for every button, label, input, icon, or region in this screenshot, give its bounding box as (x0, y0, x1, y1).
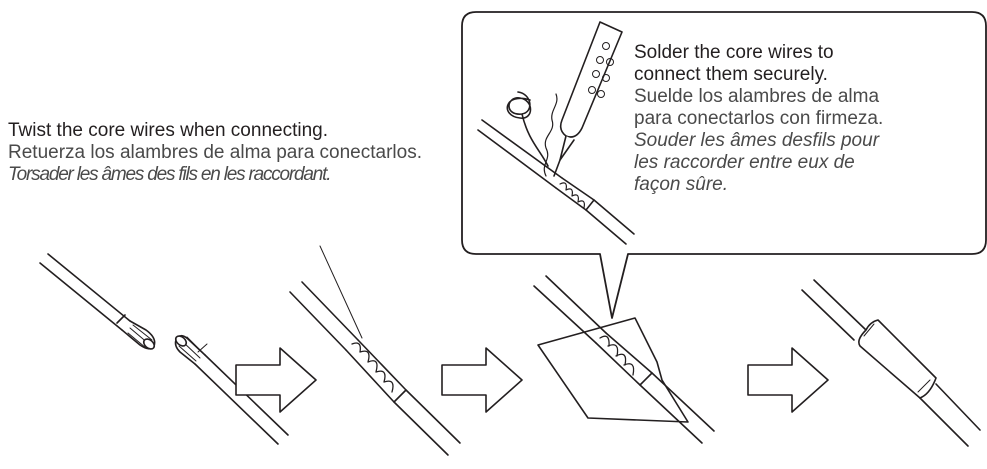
arrow-right-icon (441, 347, 523, 413)
solder-text-fr-line-3: façon sûre. (634, 174, 728, 195)
twist-text-es: Retuerza los alambres de alma para conec… (8, 142, 422, 163)
heat-protect-sheet (537, 317, 689, 423)
step3-soldering (533, 275, 715, 444)
solder-text-fr-line-1: Souder les âmes desfils pour (634, 130, 880, 151)
step1-wire-lower (174, 334, 289, 445)
solder-text-en-line-1: Solder the core wires to (634, 42, 834, 63)
step4-insulated-joint (801, 279, 981, 447)
twist-text-fr: Torsader les âmes des fils en les raccor… (8, 164, 332, 185)
solder-text-fr-line-2: les raccorder entre eux de (634, 152, 855, 173)
twist-text-en: Twist the core wires when connecting. (8, 120, 328, 141)
arrow-right-icon (747, 347, 829, 413)
step2-twisted-wires (289, 245, 461, 456)
step1-wire-upper (39, 253, 156, 350)
solder-text-es-line-2: para conectarlos con firmeza. (634, 108, 884, 129)
heat-shrink-tube-icon (858, 319, 937, 399)
solder-text-en-line-2: connect them securely. (634, 64, 828, 85)
solder-text-es-line-1: Suelde los alambres de alma (634, 86, 880, 107)
callout-illustration (477, 21, 635, 245)
twist-instructions: Twist the core wires when connecting. Re… (8, 120, 428, 186)
solder-smoke (543, 93, 558, 177)
arrow-right-icon (235, 347, 317, 413)
solder-instructions: Solder the core wires to connect them se… (634, 42, 964, 196)
